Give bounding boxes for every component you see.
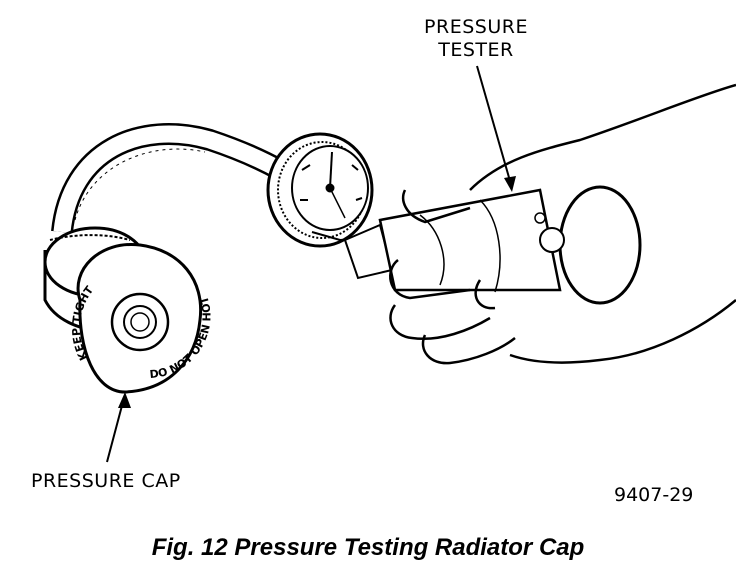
- pressure-cap-label: PRESSURE CAP: [31, 470, 181, 492]
- pressure-tester-label-line2: TESTER: [438, 39, 514, 61]
- tester-leader-arrowhead: [504, 176, 516, 192]
- leader-lines: [106, 65, 516, 463]
- cap-leader-line: [106, 397, 125, 463]
- pressure-tester-label-line1: PRESSURE: [424, 16, 528, 38]
- pressure-gauge: [266, 132, 374, 248]
- figure-caption: Fig. 12 Pressure Testing Radiator Cap: [151, 534, 585, 561]
- hose: [51, 123, 286, 234]
- radiator-cap: KEEP TIGHT DO NOT OPEN HOT: [43, 226, 214, 394]
- pressure-tester-label: PRESSURE TESTER: [418, 16, 534, 62]
- pressure-tester: [343, 185, 642, 305]
- hand: [389, 83, 736, 365]
- cap-leader-arrowhead: [118, 392, 131, 408]
- tester-leader-line: [476, 65, 513, 189]
- figure-number: 9407-29: [614, 484, 694, 506]
